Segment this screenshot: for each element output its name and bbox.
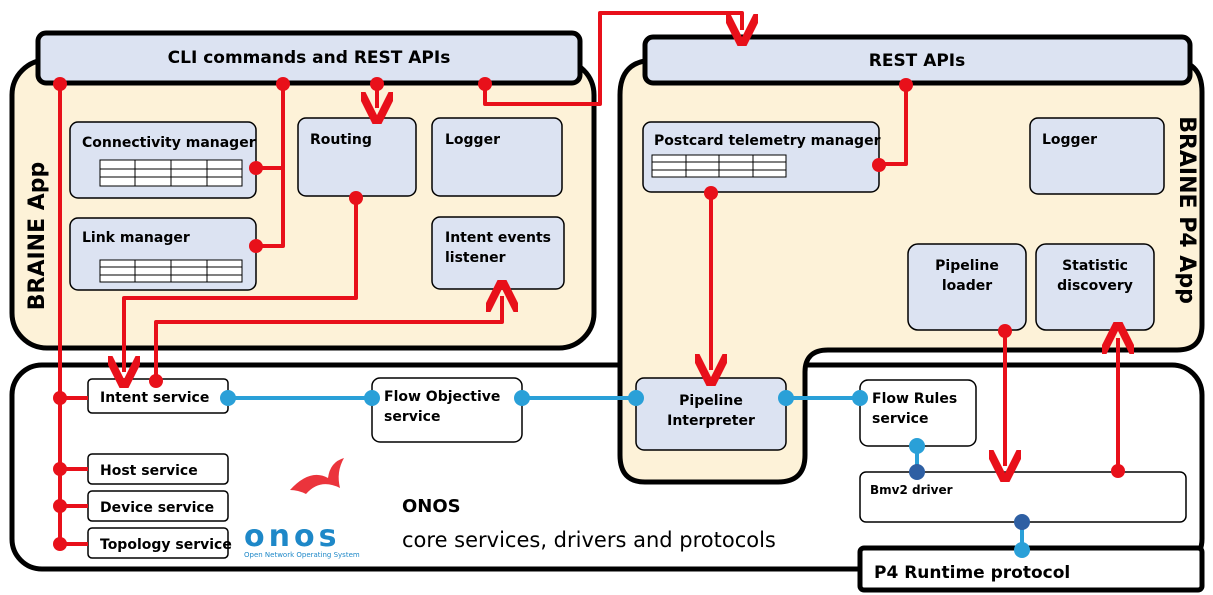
braine-app-title: BRAINE App <box>25 162 50 311</box>
braine-p4-app-title: BRAINE P4 App <box>1174 116 1199 304</box>
logger-right-box[interactable] <box>1029 117 1165 195</box>
flow-objective-box[interactable] <box>371 377 523 443</box>
onos-logo-text: onos <box>244 519 340 554</box>
flow-rules-label-2: service <box>872 411 928 427</box>
onos-logo-tagline: Open Network Operating System <box>244 551 360 559</box>
intent-events-label-2: listener <box>445 250 506 266</box>
cli-rest-header-label: CLI commands and REST APIs <box>168 48 451 68</box>
connectivity-manager-label: Connectivity manager <box>82 135 256 151</box>
pipeline-interpreter-label-2: Interpreter <box>667 413 755 429</box>
postcard-telemetry-label: Postcard telemetry manager <box>654 133 881 149</box>
onos-bird-icon <box>290 458 344 494</box>
blue-dots <box>220 390 1030 558</box>
logger-right-label: Logger <box>1042 132 1097 148</box>
link-manager-label: Link manager <box>82 230 190 246</box>
red-dots <box>53 77 1125 551</box>
pipeline-loader-label-2: loader <box>942 278 992 294</box>
host-service-label: Host service <box>100 463 198 479</box>
routing-box[interactable] <box>297 117 417 197</box>
pipeline-loader-label-1: Pipeline <box>935 258 999 274</box>
postcard-table-icon <box>651 154 787 178</box>
logger-left-box[interactable] <box>431 117 563 197</box>
statistic-discovery-label-1: Statistic <box>1062 258 1128 274</box>
rest-apis-header[interactable] <box>642 34 1193 86</box>
routing-label: Routing <box>310 132 372 148</box>
intent-events-label-1: Intent events <box>445 230 551 246</box>
connectivity-table-icon <box>99 159 243 187</box>
pipeline-interpreter-label-1: Pipeline <box>679 393 743 409</box>
intent-service-label: Intent service <box>100 390 209 406</box>
p4-runtime-box[interactable] <box>857 545 1205 593</box>
pipeline-loader-box[interactable] <box>907 243 1027 331</box>
onos-subtitle: core services, drivers and protocols <box>402 528 776 552</box>
rest-apis-header-label: REST APIs <box>869 51 966 71</box>
cli-rest-header[interactable] <box>35 30 583 86</box>
red-connections <box>58 11 1118 546</box>
statistic-discovery-label-2: discovery <box>1057 278 1133 294</box>
link-table-icon <box>99 259 243 283</box>
onos-title: ONOS <box>402 496 461 517</box>
bmv2-driver-label: Bmv2 driver <box>870 483 953 497</box>
topology-service-label: Topology service <box>100 537 232 553</box>
p4-runtime-label: P4 Runtime protocol <box>874 563 1070 583</box>
flow-objective-label-1: Flow Objective <box>384 389 500 405</box>
device-service-label: Device service <box>100 500 214 516</box>
flow-rules-label-1: Flow Rules <box>872 391 957 407</box>
statistic-discovery-box[interactable] <box>1035 243 1155 331</box>
flow-objective-label-2: service <box>384 409 440 425</box>
logger-left-label: Logger <box>445 132 500 148</box>
